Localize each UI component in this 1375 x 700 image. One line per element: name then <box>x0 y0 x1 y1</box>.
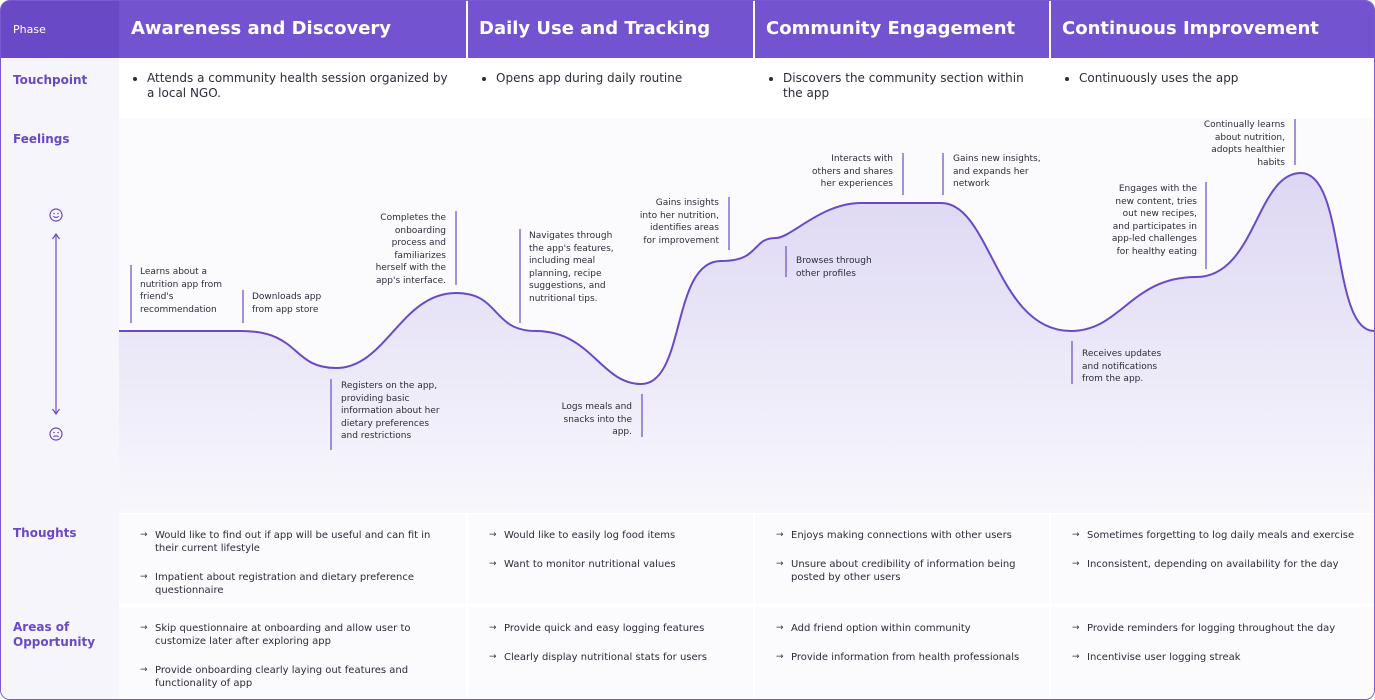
row-label-feelings: Feelings <box>13 132 70 146</box>
touchpoint-cell: Discovers the community section within t… <box>755 58 1049 118</box>
list-item: →Incentivise user logging streak <box>1072 652 1241 663</box>
feeling-annotation: Engages with the new content, tries out … <box>1111 184 1197 257</box>
arrow-right-icon: → <box>1072 623 1080 633</box>
feeling-annotation: Registers on the app, providing basic in… <box>341 381 440 441</box>
touchpoint-cell: Opens app during daily routine <box>468 58 753 118</box>
feeling-scale-arrow-icon <box>52 233 60 415</box>
thoughts-cell: →Enjoys making connections with other us… <box>755 514 1049 604</box>
opportunity-cell: →Add friend option within community →Pro… <box>755 607 1049 699</box>
touchpoint-cell: Continuously uses the app <box>1051 58 1346 118</box>
arrow-right-icon: → <box>1072 530 1080 540</box>
thoughts-cell: →Would like to easily log food items →Wa… <box>468 514 753 604</box>
feeling-annotation: Logs meals and snacks into the app. <box>561 402 632 437</box>
feeling-annotation: Gains new insights, and expands her netw… <box>953 154 1041 189</box>
emotion-curve-fill <box>119 173 1374 513</box>
opportunity-cell: →Skip questionnaire at onboarding and al… <box>119 607 466 699</box>
list-item: →Provide onboarding clearly laying out f… <box>140 665 409 689</box>
thoughts-cell: →Sometimes forgetting to log daily meals… <box>1051 514 1374 604</box>
feeling-annotation: Learns about a nutrition app from friend… <box>140 267 222 315</box>
emotion-curve <box>119 119 1374 513</box>
phase-awareness: Awareness and Discovery <box>131 18 392 39</box>
arrow-right-icon: → <box>1072 652 1080 662</box>
phase-daily-use: Daily Use and Tracking <box>479 18 711 39</box>
list-item: →Provide reminders for logging throughou… <box>1072 623 1336 634</box>
list-item: →Add friend option within community <box>776 623 971 634</box>
header-divider <box>1049 1 1051 58</box>
feeling-annotation: Browses through other profiles <box>796 256 872 279</box>
feeling-annotation: Navigates through the app's features, in… <box>529 231 614 304</box>
feeling-annotation: Completes the onboarding process and fam… <box>375 213 446 286</box>
list-item: →Sometimes forgetting to log daily meals… <box>1072 530 1355 541</box>
arrow-right-icon: → <box>140 623 148 633</box>
header-bar <box>1 1 1374 58</box>
row-label-thoughts: Thoughts <box>13 526 77 540</box>
frown-icon <box>49 427 63 441</box>
header-divider <box>753 1 755 58</box>
list-item: →Inconsistent, depending on availability… <box>1072 559 1339 570</box>
opportunity-cell: →Provide reminders for logging throughou… <box>1051 607 1374 699</box>
list-item: →Would like to easily log food items <box>489 530 676 541</box>
list-item: →Enjoys making connections with other us… <box>776 530 1012 541</box>
arrow-right-icon: → <box>489 530 497 540</box>
arrow-right-icon: → <box>776 559 784 569</box>
feeling-annotation: Interacts with others and shares her exp… <box>812 154 893 189</box>
arrow-right-icon: → <box>140 665 148 675</box>
touchpoint-item: Discovers the community section within t… <box>783 71 1033 101</box>
opportunity-cell: →Provide quick and easy logging features… <box>468 607 753 699</box>
emotion-curve-line <box>119 171 1374 386</box>
arrow-right-icon: → <box>776 652 784 662</box>
phase-improvement: Continuous Improvement <box>1062 18 1319 39</box>
list-item: →Skip questionnaire at onboarding and al… <box>140 623 411 647</box>
arrow-right-icon: → <box>140 530 148 540</box>
list-item: →Provide quick and easy logging features <box>489 623 705 634</box>
feeling-annotation: Continually learns about nutrition, adop… <box>1203 120 1285 168</box>
feeling-annotation: Downloads app from app store <box>252 292 322 315</box>
feeling-annotation: Receives updates and notifications from … <box>1082 349 1162 384</box>
row-label-opportunity: Areas of Opportunity <box>13 620 96 649</box>
list-item: →Want to monitor nutritional values <box>489 559 676 570</box>
row-label-touchpoint: Touchpoint <box>13 73 88 87</box>
touchpoint-item: Continuously uses the app <box>1079 71 1330 86</box>
touchpoint-cell: Attends a community health session organ… <box>119 58 466 118</box>
header-divider <box>466 1 468 58</box>
touchpoint-item: Attends a community health session organ… <box>147 71 450 101</box>
phase-label: Phase <box>1 1 119 58</box>
list-item: →Unsure about credibility of information… <box>776 559 1016 583</box>
thoughts-cell: →Would like to find out if app will be u… <box>119 514 466 604</box>
arrow-right-icon: → <box>489 652 497 662</box>
annotation-leaders <box>130 119 1296 450</box>
arrow-right-icon: → <box>1072 559 1080 569</box>
list-item: →Clearly display nutritional stats for u… <box>489 652 707 663</box>
row-label-column <box>1 58 119 699</box>
arrow-right-icon: → <box>776 530 784 540</box>
touchpoint-item: Opens app during daily routine <box>496 71 737 86</box>
feeling-annotation: Gains insights into her nutrition, ident… <box>639 198 719 246</box>
arrow-right-icon: → <box>140 572 148 582</box>
arrow-right-icon: → <box>489 623 497 633</box>
list-item: →Impatient about registration and dietar… <box>140 572 414 596</box>
arrow-right-icon: → <box>776 623 784 633</box>
arrow-right-icon: → <box>489 559 497 569</box>
phase-community: Community Engagement <box>766 18 1016 39</box>
list-item: →Would like to find out if app will be u… <box>140 530 431 554</box>
smile-icon <box>49 208 63 222</box>
list-item: →Provide information from health profess… <box>776 652 1020 663</box>
